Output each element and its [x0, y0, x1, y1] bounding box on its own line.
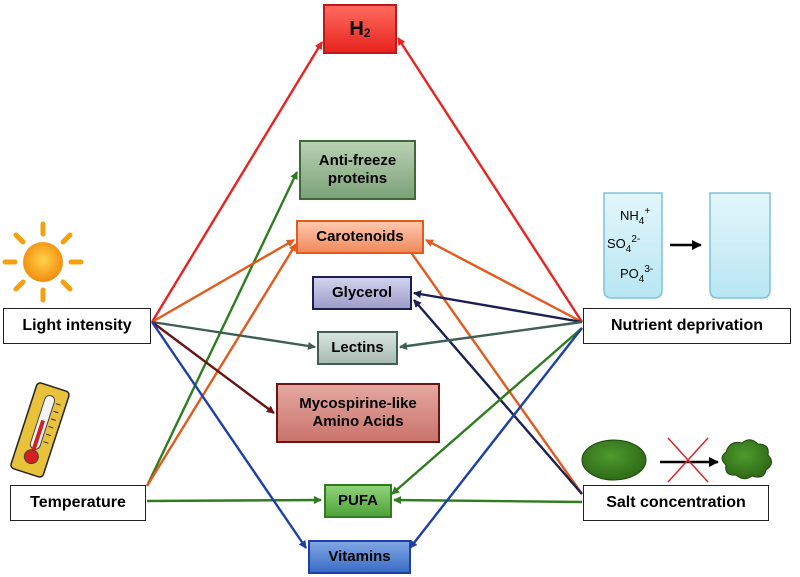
shrunken-cell-icon [721, 439, 772, 480]
arrow-light-to-carotenoids [151, 238, 295, 324]
arrow-light-to-vitamins [151, 321, 307, 549]
arrow-temperature-to-antifreeze [145, 171, 299, 487]
product-glycerol: Glycerol [312, 276, 412, 310]
product-vitamins: Vitamins [308, 540, 411, 574]
ion-po4: PO43- [620, 264, 654, 285]
factor-temperature: Temperature [10, 485, 146, 521]
arrow-nutrient-to-pufa [391, 327, 583, 495]
ion-so4: SO42- [607, 234, 641, 255]
beaker-empty-icon [709, 192, 771, 299]
product-carotenoids: Carotenoids [296, 220, 424, 254]
sun-icon [2, 221, 84, 303]
arrow-salt-to-glycerol [413, 299, 583, 495]
arrow-temperature-to-pufa [146, 496, 322, 505]
arrow-temperature-to-carotenoids [145, 243, 298, 487]
arrow-light-to-lectins [151, 320, 316, 350]
factor-salt-concentration: Salt concentration [583, 485, 769, 521]
healthy-cell-icon [581, 439, 647, 481]
arrow-nutrient-to-vitamins [409, 327, 583, 549]
arrow-salt-to-pufa [393, 496, 583, 505]
beaker-with-nutrients-icon [603, 192, 663, 299]
product-lectins: Lectins [317, 331, 398, 365]
arrow-nutrient-to-h2 [396, 37, 584, 323]
ion-nh4: NH4+ [620, 206, 651, 227]
arrow-light-to-h2 [150, 41, 324, 323]
arrow-nutrient-to-carotenoids [425, 238, 583, 324]
arrow-light-to-mycosporine [151, 321, 275, 414]
thermometer-icon [10, 382, 70, 478]
arrow-salt-from-carotenoids [409, 250, 583, 495]
factor-light-intensity: Light intensity [3, 308, 151, 344]
cross-icon [667, 437, 709, 483]
arrow-nutrient-to-lectins [399, 320, 583, 351]
product-pufa: PUFA [324, 484, 392, 518]
arrow-nutrient-to-glycerol [413, 290, 583, 324]
factor-nutrient-deprivation: Nutrient deprivation [583, 308, 791, 344]
